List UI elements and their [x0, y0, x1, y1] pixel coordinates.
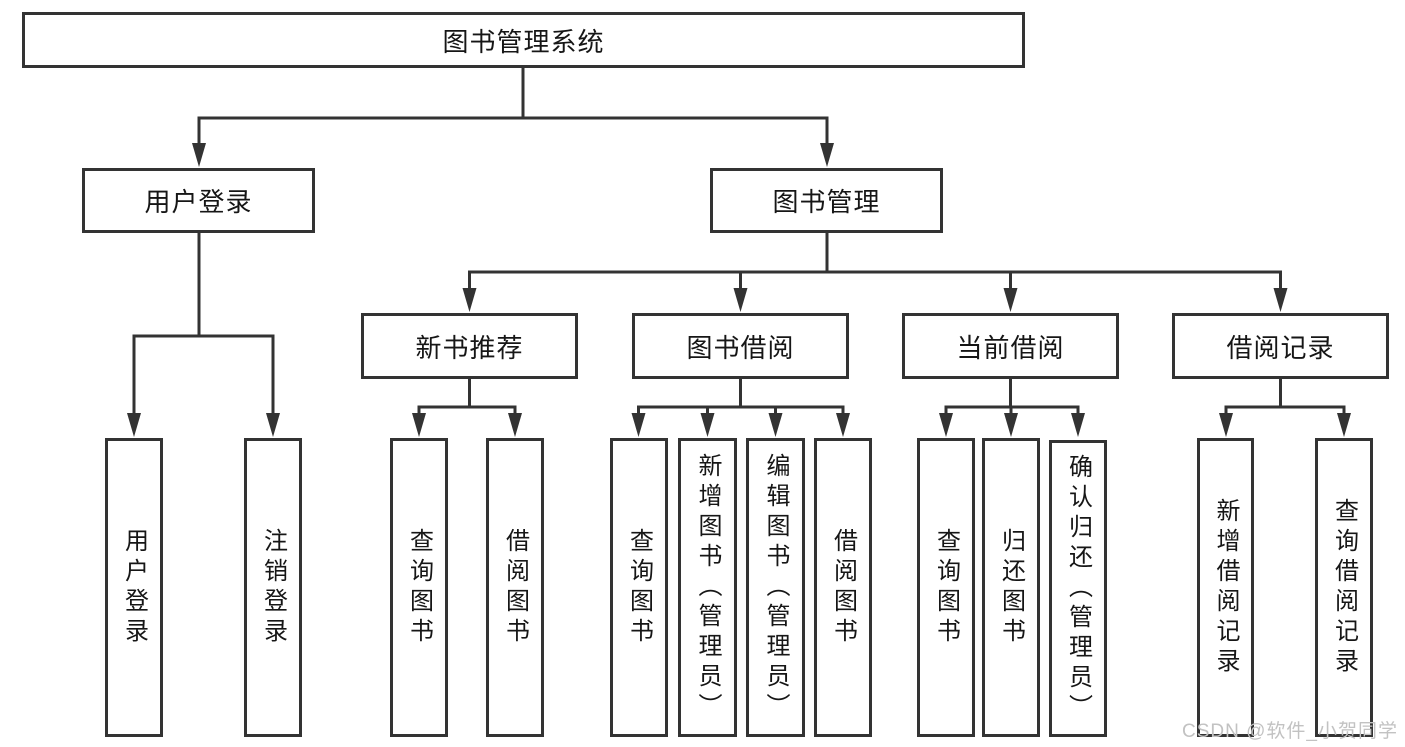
leaf-query-borrow-record: 查询借阅记录: [1315, 438, 1373, 737]
leaf-add-borrow-record-label: 新增借阅记录: [1212, 497, 1239, 678]
leaf-confirm-return-admin: 确认归还（管理员）: [1049, 440, 1107, 737]
leaf-borrow-books-recommend: 借阅图书: [486, 438, 544, 737]
leaf-query-books-recommend: 查询图书: [390, 438, 448, 737]
connector-book-management-branch: [462, 233, 1288, 312]
leaf-add-book-admin-label: 新增图书（管理员）: [694, 452, 721, 723]
node-borrow-records: 借阅记录: [1172, 313, 1389, 379]
node-borrow-records-label: 借阅记录: [1226, 332, 1335, 363]
node-book-borrow: 图书借阅: [632, 313, 849, 379]
leaf-confirm-return-admin-label: 确认归还（管理员）: [1064, 453, 1092, 724]
node-user-login-label: 用户登录: [144, 187, 253, 217]
node-new-book-recommend-label: 新书推荐: [415, 332, 524, 363]
leaf-user-login: 用户登录: [105, 438, 163, 737]
leaf-add-book-admin: 新增图书（管理员）: [678, 438, 737, 737]
leaf-borrow-books-recommend-label: 借阅图书: [501, 527, 529, 648]
node-user-login: 用户登录: [82, 168, 315, 233]
node-new-book-recommend: 新书推荐: [361, 313, 578, 379]
leaf-user-login-label: 用户登录: [120, 527, 148, 648]
connector-root-branch: [192, 68, 834, 167]
leaf-query-books-borrow-label: 查询图书: [625, 527, 653, 648]
node-current-borrow: 当前借阅: [902, 313, 1119, 379]
leaf-add-borrow-record: 新增借阅记录: [1197, 438, 1254, 737]
leaf-query-books-borrow: 查询图书: [610, 438, 668, 737]
leaf-query-books-current: 查询图书: [917, 438, 975, 737]
node-root: 图书管理系统: [22, 12, 1025, 68]
leaf-query-borrow-record-label: 查询借阅记录: [1330, 497, 1358, 678]
csdn-watermark: CSDN @软件_小贺同学: [1182, 721, 1398, 742]
leaf-borrow-books: 借阅图书: [814, 438, 872, 737]
leaf-return-books: 归还图书: [982, 438, 1040, 737]
leaf-borrow-books-label: 借阅图书: [829, 527, 857, 648]
leaf-return-books-label: 归还图书: [997, 527, 1025, 648]
connector-book-borrow-branch: [631, 379, 850, 437]
node-current-borrow-label: 当前借阅: [956, 332, 1065, 363]
leaf-logout-label: 注销登录: [259, 527, 287, 648]
connector-current-borrow-branch: [939, 379, 1085, 437]
leaf-edit-book-admin: 编辑图书（管理员）: [746, 438, 805, 737]
leaf-query-books-current-label: 查询图书: [932, 527, 960, 648]
node-root-label: 图书管理系统: [442, 26, 605, 57]
connector-user-login-branch: [127, 233, 280, 437]
leaf-edit-book-admin-label: 编辑图书（管理员）: [762, 452, 789, 723]
node-book-borrow-label: 图书借阅: [686, 332, 795, 363]
connector-borrow-records-branch: [1219, 379, 1351, 437]
connector-new-book-recommend-branch: [412, 379, 522, 437]
node-book-management-label: 图书管理: [772, 187, 881, 217]
leaf-query-books-recommend-label: 查询图书: [405, 527, 433, 648]
node-book-management: 图书管理: [710, 168, 943, 233]
leaf-logout: 注销登录: [244, 438, 302, 737]
